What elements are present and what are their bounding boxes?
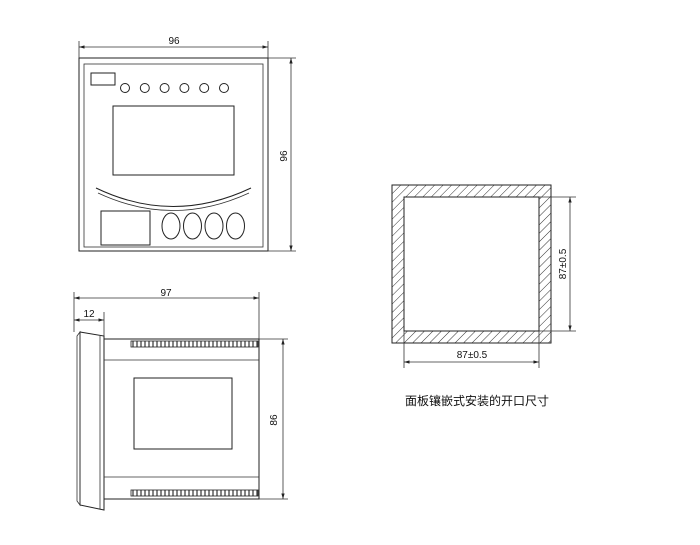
indicator-led — [120, 83, 130, 93]
front-height-dimension: 96 — [268, 57, 296, 252]
side-length-label: 97 — [160, 288, 172, 299]
cutout-caption: 面板镶嵌式安装的开口尺寸 — [405, 394, 550, 408]
lcd-screen — [112, 105, 235, 176]
decorative-arc-inner — [97, 192, 250, 211]
button-row — [161, 212, 245, 240]
panel-cutout — [391, 184, 552, 344]
bezel-edge — [76, 330, 81, 507]
cutout-width-dimension: 87±0.5 — [403, 331, 540, 368]
status-label-box — [90, 72, 116, 86]
front-view — [78, 57, 269, 252]
cutout-hatched-frame — [392, 185, 551, 343]
bezel-depth-label: 12 — [83, 309, 95, 320]
top-terminal-block — [130, 340, 259, 348]
front-height-label: 96 — [279, 150, 290, 162]
cutout-width-label: 87±0.5 — [457, 350, 488, 361]
housing-body — [103, 338, 260, 500]
cutout-opening — [403, 196, 540, 332]
cutout-outer-edge — [391, 184, 552, 344]
side-length-dimension: 97 — [73, 288, 260, 339]
front-panel-outer — [78, 57, 269, 252]
front-width-dimension: 96 — [78, 36, 269, 58]
bezel-depth-dimension: 12 — [74, 309, 105, 336]
cutout-height-label: 87±0.5 — [558, 248, 569, 279]
cutout-height-dimension: 87±0.5 — [539, 196, 576, 332]
side-height-dimension: 86 — [259, 338, 288, 500]
front-key-button[interactable] — [183, 212, 202, 240]
front-key-button[interactable] — [204, 212, 224, 240]
front-panel-inner — [83, 63, 264, 248]
indicator-led — [139, 83, 150, 93]
front-key-button[interactable] — [226, 212, 245, 240]
indicator-led — [199, 83, 210, 93]
indicator-row — [120, 83, 229, 93]
nameplate-box — [100, 210, 151, 246]
side-height-label: 86 — [269, 414, 280, 426]
side-label-window — [133, 377, 233, 450]
indicator-led — [219, 83, 229, 93]
front-key-button[interactable] — [161, 212, 181, 240]
front-width-label: 96 — [168, 36, 180, 47]
indicator-led — [159, 83, 170, 93]
side-view — [76, 330, 260, 511]
bottom-terminal-block — [130, 489, 259, 497]
indicator-led — [179, 83, 190, 93]
decorative-arc-outer — [95, 187, 252, 207]
